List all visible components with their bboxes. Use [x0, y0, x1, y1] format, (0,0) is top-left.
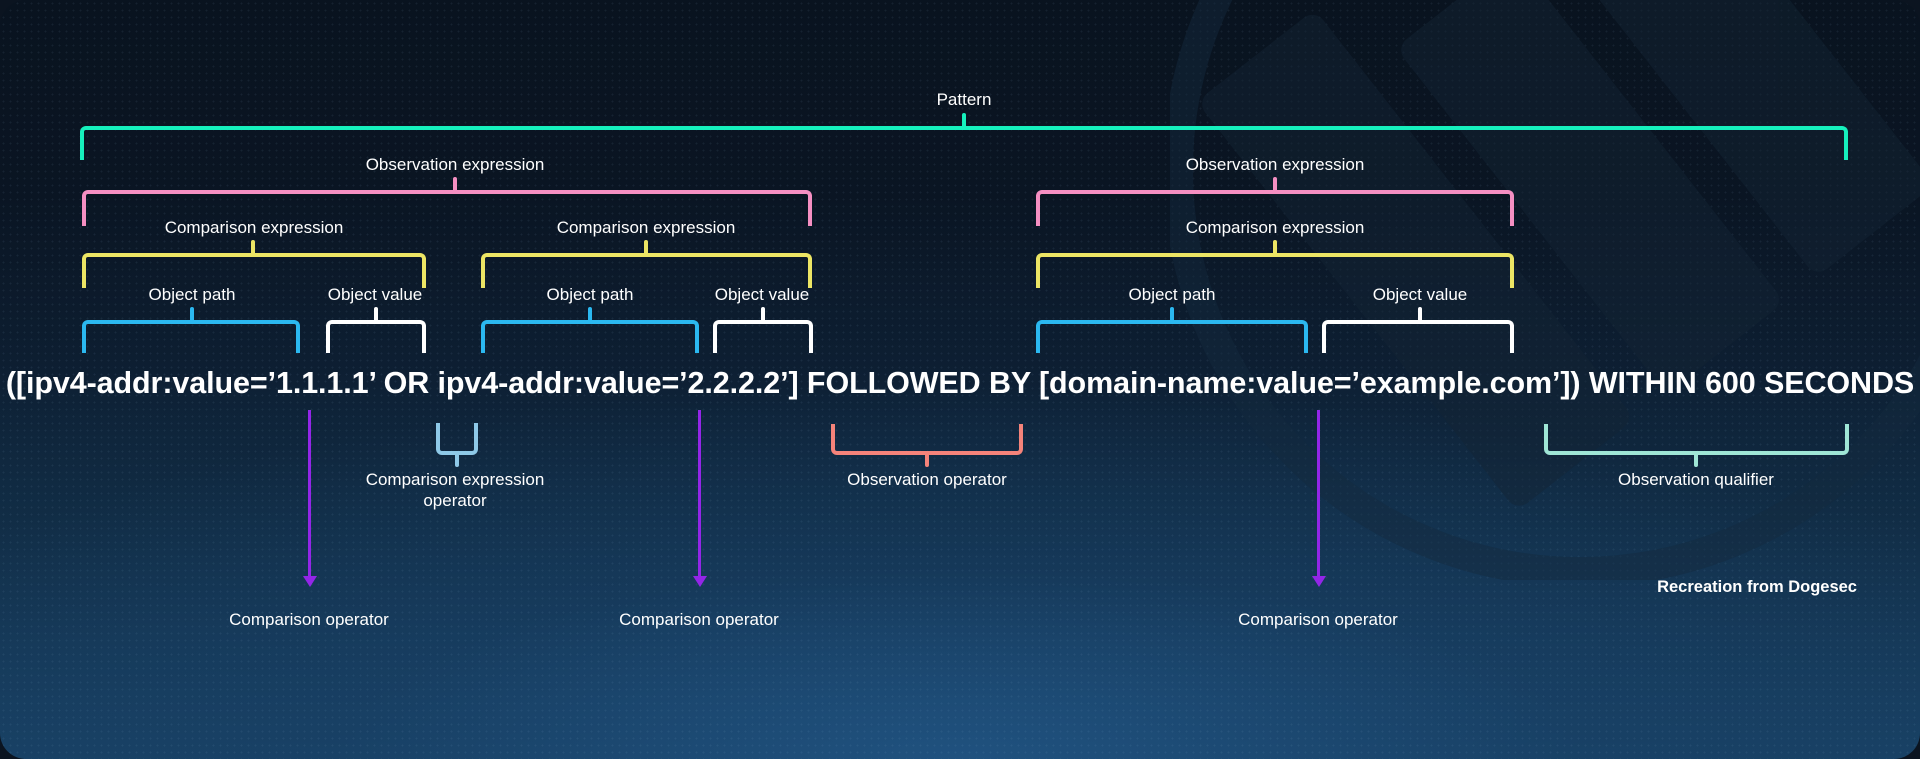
bracket-observation-qualifier	[1544, 424, 1849, 455]
label-object-path-3: Object path	[1128, 285, 1216, 304]
label-object-value-3: Object value	[1372, 285, 1468, 304]
stem-comparison-expression-3	[1273, 240, 1277, 255]
stem-object-path-2	[588, 307, 592, 322]
arrow-line-comparison-operator-2	[698, 410, 701, 579]
arrow-line-comparison-operator-3	[1317, 410, 1320, 579]
label-object-path-2: Object path	[546, 285, 634, 304]
label-comparison-operator-1: Comparison operator	[229, 610, 389, 629]
bracket-observation-operator	[831, 424, 1023, 455]
stem-observation-operator	[925, 453, 929, 467]
bracket-observation-expression-2	[1036, 190, 1514, 226]
stem-object-value-3	[1418, 307, 1422, 322]
label-object-path-1: Object path	[148, 285, 236, 304]
stem-object-value-2	[761, 307, 765, 322]
bracket-comparison-expression-operator	[436, 423, 478, 455]
stem-observation-expression-2	[1273, 177, 1277, 192]
arrow-line-comparison-operator-1	[308, 410, 311, 579]
label-comparison-expression-1: Comparison expression	[164, 218, 344, 237]
stem-object-value-1	[374, 307, 378, 322]
stix-pattern-text: ([ipv4-addr:value=’1.1.1.1’ OR ipv4-addr…	[5, 366, 1915, 400]
bracket-object-path-1	[82, 320, 300, 353]
stem-object-path-3	[1170, 307, 1174, 322]
label-comparison-expression-operator: Comparison expression operator	[365, 470, 545, 510]
label-comparison-operator-3: Comparison operator	[1238, 610, 1398, 629]
stem-pattern	[962, 113, 966, 128]
stem-comparison-expression-1	[251, 240, 255, 255]
bracket-comparison-expression-3	[1036, 253, 1514, 288]
label-object-value-1: Object value	[327, 285, 423, 304]
label-observation-expression-1: Observation expression	[365, 155, 545, 174]
arrow-head-comparison-operator-3	[1311, 576, 1326, 587]
arrow-head-comparison-operator-2	[692, 576, 707, 587]
bracket-pattern	[80, 126, 1848, 160]
label-pattern: Pattern	[936, 90, 992, 109]
stem-object-path-1	[190, 307, 194, 322]
label-comparison-expression-2: Comparison expression	[556, 218, 736, 237]
dogesec-watermark-logo	[1170, 0, 1920, 580]
stem-comparison-expression-2	[644, 240, 648, 255]
bracket-observation-expression-1	[82, 190, 812, 226]
label-object-value-2: Object value	[714, 285, 810, 304]
bracket-object-value-1	[326, 320, 426, 353]
stem-observation-expression-1	[453, 177, 457, 192]
stem-comparison-expression-operator	[455, 453, 459, 467]
label-observation-qualifier: Observation qualifier	[1618, 470, 1774, 489]
bracket-object-path-3	[1036, 320, 1308, 353]
bracket-comparison-expression-2	[481, 253, 812, 288]
bracket-object-value-3	[1322, 320, 1514, 353]
bracket-comparison-expression-1	[82, 253, 426, 288]
label-observation-operator: Observation operator	[847, 470, 1007, 489]
stem-observation-qualifier	[1694, 453, 1698, 467]
arrow-head-comparison-operator-1	[302, 576, 317, 587]
bracket-object-value-2	[713, 320, 813, 353]
credit-text: Recreation from Dogesec	[1657, 578, 1857, 596]
label-comparison-expression-3: Comparison expression	[1185, 218, 1365, 237]
label-comparison-operator-2: Comparison operator	[619, 610, 779, 629]
bracket-object-path-2	[481, 320, 699, 353]
label-observation-expression-2: Observation expression	[1185, 155, 1365, 174]
